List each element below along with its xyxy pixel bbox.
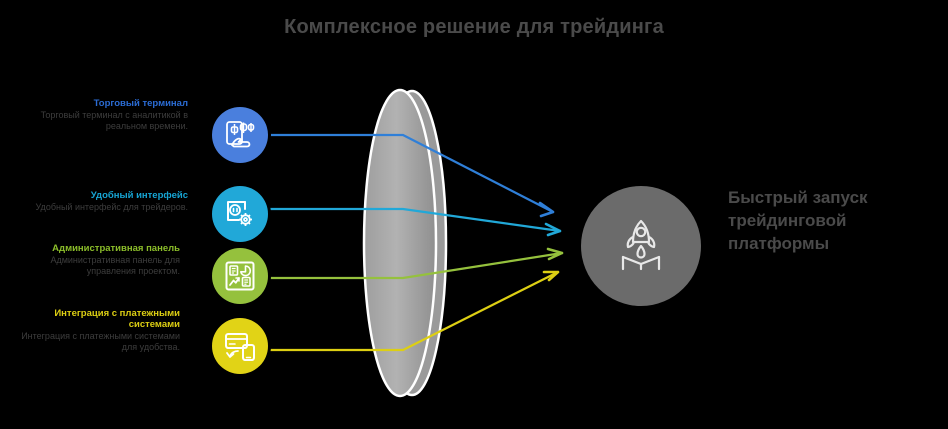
feature-title: Интеграция с платежными системами xyxy=(54,308,180,330)
feature-description: Интеграция с платежными системами для уд… xyxy=(21,331,180,352)
result-title: Быстрый запуск трейдинговой платформы xyxy=(728,188,868,253)
feature-block-interface[interactable]: Удобный интерфейс Удобный интерфейс для … xyxy=(28,190,188,213)
rocket-launch-icon xyxy=(621,219,661,271)
feature-title: Удобный интерфейс xyxy=(90,190,188,201)
feature-icon-admin-panel[interactable] xyxy=(212,248,268,304)
feature-block-admin-panel[interactable]: Административная панель Административная… xyxy=(20,243,180,277)
feature-icon-interface[interactable] xyxy=(212,186,268,242)
feature-description: Торговый терминал с аналитикой в реально… xyxy=(40,110,188,131)
trading-terminal-chart-hand-icon xyxy=(226,121,255,148)
admin-dashboard-panel-icon xyxy=(225,261,255,291)
feature-icon-trading-terminal[interactable] xyxy=(212,107,268,163)
connector-line-cyan xyxy=(270,207,561,233)
feature-title: Торговый терминал xyxy=(93,98,188,109)
payment-card-mobile-icon xyxy=(225,333,255,361)
feature-block-trading-terminal[interactable]: Торговый терминал Торговый терминал с ан… xyxy=(28,98,188,132)
result-icon-circle[interactable] xyxy=(581,186,701,306)
connector-line-yellow xyxy=(270,271,559,352)
arrowhead-yellow xyxy=(542,270,560,282)
arrowhead-blue xyxy=(538,201,555,218)
connector-line-blue xyxy=(270,133,554,213)
feature-icon-payment-integration[interactable] xyxy=(212,318,268,374)
feature-title: Административная панель xyxy=(52,243,180,254)
lens-main-disc xyxy=(362,88,438,398)
interface-screen-gear-icon xyxy=(227,201,252,226)
arrowhead-green xyxy=(546,247,564,261)
lens-back-disc xyxy=(376,89,448,397)
connector-line-green xyxy=(270,251,563,280)
feature-description: Административная панель для управления п… xyxy=(50,255,180,276)
feature-block-payment-integration[interactable]: Интеграция с платежными системами Интегр… xyxy=(20,308,180,353)
page-title: Комплексное решение для трейдинга xyxy=(284,16,664,38)
feature-description: Удобный интерфейс для трейдеров. xyxy=(35,202,188,212)
arrowhead-cyan xyxy=(544,222,562,237)
